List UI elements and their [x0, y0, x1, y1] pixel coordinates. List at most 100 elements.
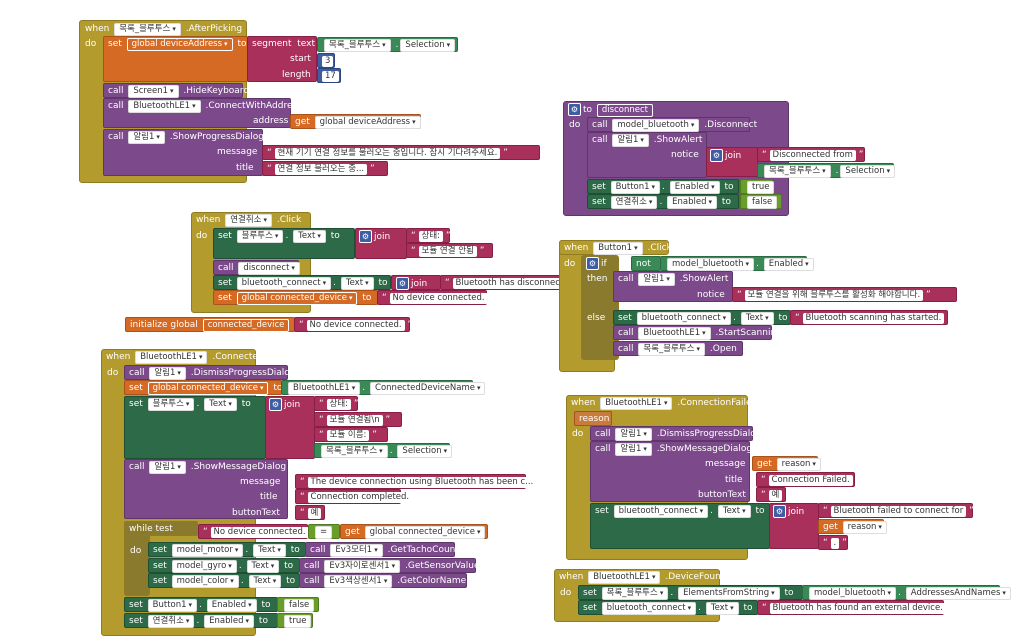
- connected-device-name-getter[interactable]: BluetoothLE1▾. ConnectedDeviceName▾: [281, 380, 486, 395]
- string-dot[interactable]: “ . ”: [818, 535, 848, 550]
- join-block[interactable]: [265, 396, 315, 459]
- string-disconnected-from[interactable]: “ Disconnected from ”: [757, 147, 865, 162]
- prop-dropdown[interactable]: AddressesAndNames▾: [905, 587, 1011, 600]
- label-dropdown[interactable]: model_motor▾: [171, 544, 244, 557]
- join-block[interactable]: ⚙join: [391, 275, 441, 290]
- notifier-dropdown[interactable]: 알림1▾: [128, 131, 165, 144]
- prop-dropdown[interactable]: ElementsFromString▾: [678, 587, 780, 600]
- prop-dropdown[interactable]: Selection▾: [397, 445, 453, 458]
- bt-dropdown[interactable]: BluetoothLE1▾: [128, 100, 201, 113]
- var-dropdown[interactable]: global connected_device▾: [236, 292, 358, 305]
- false-block[interactable]: false: [740, 194, 782, 209]
- start-number[interactable]: 3: [317, 53, 335, 68]
- component-dropdown[interactable]: BluetoothLE1▾: [135, 351, 208, 364]
- model-enabled-getter[interactable]: model_bluetooth▾. Enabled▾: [660, 256, 814, 271]
- label-dropdown[interactable]: bluetooth_connect▾: [601, 602, 697, 615]
- gear-icon[interactable]: ⚙: [269, 398, 282, 411]
- btn-dropdown[interactable]: 연결취소▾: [610, 196, 658, 209]
- prop-dropdown[interactable]: Text▾: [293, 230, 326, 243]
- screen-dropdown[interactable]: Screen1▾: [128, 85, 179, 98]
- set-color-text[interactable]: set model_color▾. Text▾ to: [148, 573, 300, 588]
- prop-dropdown[interactable]: Enabled▾: [204, 615, 255, 628]
- prop-dropdown[interactable]: Text▾: [717, 505, 751, 518]
- component-dropdown[interactable]: BluetoothLE1▾: [588, 571, 661, 584]
- prop-dropdown[interactable]: Selection▾: [840, 165, 896, 178]
- set-gyro-text[interactable]: set model_gyro▾. Text▾ to: [148, 558, 300, 573]
- addresses-and-names-getter[interactable]: model_bluetooth▾. AddressesAndNames▾: [802, 585, 1011, 600]
- get-tacho-count-call[interactable]: call Ev3모터1▾ .GetTachoCount: [305, 542, 459, 557]
- set-connected-device[interactable]: set global connected_device▾ to: [124, 380, 282, 395]
- set-button1-enabled[interactable]: set Button1▾. Enabled▾ to: [124, 597, 278, 612]
- bt-dropdown[interactable]: BluetoothLE1▾: [288, 382, 361, 395]
- bt-dropdown[interactable]: BluetoothLE1▾: [638, 327, 711, 340]
- prop-dropdown[interactable]: Text▾: [740, 312, 774, 325]
- var-dropdown[interactable]: reason▾: [776, 458, 821, 471]
- prop-dropdown[interactable]: Enabled▾: [667, 196, 718, 209]
- procedure-name[interactable]: disconnect: [596, 104, 653, 117]
- string-bt-disconnected[interactable]: “ Bluetooth has disconnected. ”: [440, 275, 587, 290]
- get-reason[interactable]: get reason▾: [752, 456, 821, 471]
- dismiss-progress-call[interactable]: call 알림1▾ .DismissProgressDialog: [590, 426, 762, 441]
- notifier-dropdown[interactable]: 알림1▾: [612, 134, 649, 147]
- gear-icon[interactable]: ⚙: [773, 505, 786, 518]
- model-dropdown[interactable]: model_bluetooth▾: [809, 587, 897, 600]
- get-device-address[interactable]: get global deviceAddress▾: [290, 114, 421, 129]
- segment-block[interactable]: [247, 36, 317, 82]
- list-dropdown[interactable]: 목록_블루투스▾: [764, 165, 831, 178]
- string-message[interactable]: “ The device connection using Bluetooth …: [295, 474, 544, 489]
- procedure-dropdown[interactable]: disconnect▾: [238, 262, 300, 275]
- true-block[interactable]: true: [277, 613, 313, 628]
- list-dropdown[interactable]: 목록_블루투스▾: [601, 587, 669, 600]
- true-block[interactable]: true: [740, 179, 775, 194]
- label-dropdown[interactable]: bluetooth_connect▾: [613, 505, 709, 518]
- set-cancel-enabled[interactable]: set 연결취소▾. Enabled▾ to: [587, 194, 739, 209]
- string-enable-bluetooth[interactable]: “ 모듈 연결을 위해 블루투스를 활성화 해야합니다. ”: [732, 287, 957, 302]
- prop-dropdown[interactable]: Text▾: [705, 602, 739, 615]
- get-reason[interactable]: get reason▾: [818, 519, 887, 534]
- message-string[interactable]: “ 현재 기기 연결 정보를 불러오는 중입니다. 잠시 기다려주세요. ”: [262, 145, 540, 160]
- prop-dropdown[interactable]: Enabled▾: [763, 258, 814, 271]
- set-bluetooth-connect-text[interactable]: set bluetooth_connect▾. Text▾ to: [613, 310, 791, 325]
- string-scanning[interactable]: “ Bluetooth scanning has started. ”: [790, 310, 952, 325]
- string-no-device[interactable]: “ No device connected. ”: [198, 524, 316, 539]
- notifier-dropdown[interactable]: 알림1▾: [149, 367, 186, 380]
- string-no-device[interactable]: “ No device connected. ”: [377, 290, 495, 305]
- length-number[interactable]: 17: [317, 68, 341, 83]
- false-block[interactable]: false: [277, 597, 319, 612]
- ev3-dropdown[interactable]: Ev3모터1▾: [330, 544, 383, 557]
- list-selection[interactable]: 목록_블루투스▾ .Selection▾: [757, 163, 896, 178]
- dismiss-progress-call[interactable]: call 알림1▾ .DismissProgressDialog: [124, 365, 296, 380]
- string-title[interactable]: “ Connection completed. ”: [295, 489, 420, 504]
- model-dropdown[interactable]: model_bluetooth▾: [612, 119, 700, 132]
- component-dropdown[interactable]: BluetoothLE1▾: [600, 397, 673, 410]
- ev3-dropdown[interactable]: Ev3자이로센서1▾: [324, 560, 401, 573]
- prop-dropdown[interactable]: Text▾: [340, 277, 374, 290]
- btn-dropdown[interactable]: 연결취소▾: [147, 615, 195, 628]
- ev3-dropdown[interactable]: Ev3색상센서1▾: [324, 575, 393, 588]
- hide-keyboard-call[interactable]: call Screen1▾ .HideKeyboard: [103, 83, 249, 98]
- call-disconnect[interactable]: call disconnect▾: [213, 260, 300, 275]
- prop-dropdown[interactable]: Text▾: [246, 560, 280, 573]
- btn-dropdown[interactable]: Button1▾: [610, 181, 661, 194]
- gear-icon[interactable]: ⚙: [396, 277, 409, 290]
- component-dropdown[interactable]: Button1▾: [593, 242, 643, 255]
- var-name[interactable]: connected_device: [202, 319, 290, 332]
- component-dropdown[interactable]: 목록_블루투스▾: [324, 39, 391, 52]
- string-found-device[interactable]: “ Bluetooth has found an external device…: [757, 600, 953, 615]
- string-not-connected[interactable]: “ 모듈 연결 안됨 ”: [406, 243, 493, 258]
- string-status[interactable]: “ 상태: ”: [314, 396, 359, 411]
- list-open-call[interactable]: call 목록_블루투스▾ .Open: [613, 341, 743, 356]
- prop-dropdown[interactable]: Text▾: [204, 398, 237, 411]
- model-dropdown[interactable]: model_bluetooth▾: [667, 258, 755, 271]
- start-scanning-call[interactable]: call BluetoothLE1▾ .StartScanning: [613, 325, 782, 340]
- get-color-name-call[interactable]: call Ev3색상센서1▾ .GetColorName: [299, 573, 467, 588]
- var-dropdown[interactable]: global deviceAddress▾: [126, 38, 233, 51]
- var-dropdown[interactable]: global connected_device▾: [147, 382, 269, 395]
- string-title[interactable]: “ Connection Failed. ”: [756, 472, 860, 487]
- string-no-device[interactable]: “ No device connected. ”: [294, 317, 412, 332]
- label-dropdown[interactable]: model_color▾: [171, 575, 239, 588]
- title-string[interactable]: “ 연결 정보 불러오는 중... ”: [262, 161, 388, 176]
- notifier-dropdown[interactable]: 알림1▾: [615, 428, 652, 441]
- string-yes[interactable]: “ 예 ”: [295, 505, 329, 520]
- set-cancel-enabled[interactable]: set 연결취소▾. Enabled▾ to: [124, 613, 278, 628]
